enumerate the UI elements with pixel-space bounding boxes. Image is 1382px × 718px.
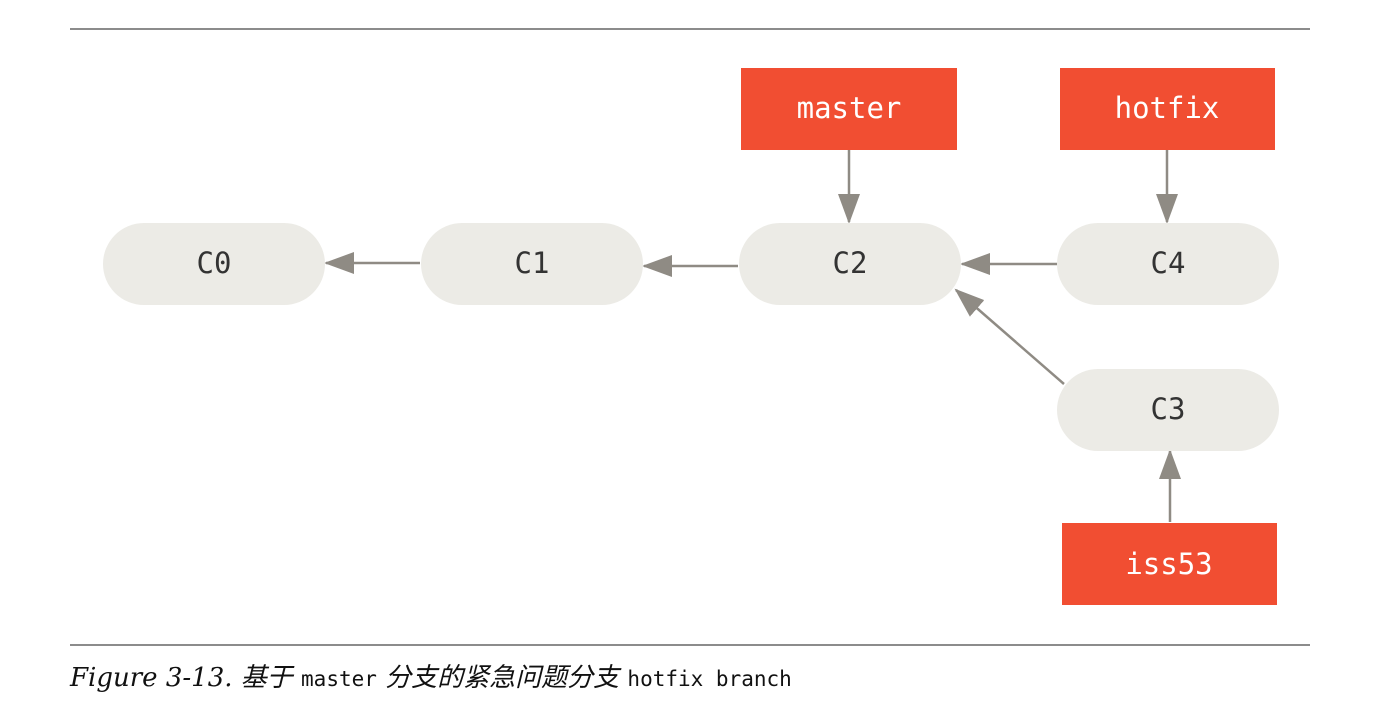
commit-c1: C1: [421, 223, 643, 305]
caption-code-hotfix: hotfix branch: [627, 667, 792, 691]
branch-iss53: iss53: [1062, 523, 1277, 605]
branch-hotfix: hotfix: [1060, 68, 1275, 150]
caption-text: 基于: [232, 663, 302, 693]
branch-label: master: [797, 91, 902, 125]
figure-caption: Figure 3-13. 基于 master 分支的紧急问题分支 hotfix …: [70, 660, 792, 697]
git-branch-diagram: C0 C1 C2 C3 C4 master hotfix iss53: [103, 68, 1279, 605]
commit-c0: C0: [103, 223, 325, 305]
branch-master: master: [741, 68, 957, 150]
caption-text: 分支的紧急问题分支: [376, 663, 628, 693]
commit-label: C0: [197, 246, 232, 280]
edges: [324, 150, 1181, 522]
commit-c4: C4: [1057, 223, 1279, 305]
bottom-rule: [70, 644, 1310, 646]
commit-label: C1: [515, 246, 550, 280]
commit-label: C3: [1151, 392, 1186, 426]
branch-label: iss53: [1125, 547, 1212, 581]
caption-figure-number: Figure 3-13.: [70, 663, 233, 693]
top-rule: [70, 28, 1310, 30]
branch-label: hotfix: [1115, 91, 1220, 125]
commit-label: C2: [833, 246, 868, 280]
edge-c3-c2: [954, 288, 1065, 385]
commit-label: C4: [1151, 246, 1186, 280]
commit-c2: C2: [739, 223, 961, 305]
caption-code-master: master: [301, 667, 377, 691]
commit-c3: C3: [1057, 369, 1279, 451]
